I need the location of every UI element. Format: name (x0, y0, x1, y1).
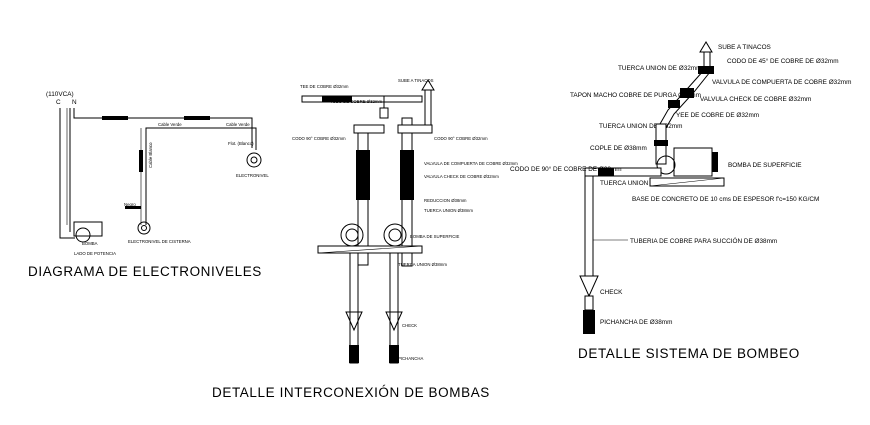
left-pichancha (349, 345, 359, 363)
left-pump-inner (345, 228, 359, 242)
electronivel-float (246, 152, 262, 168)
bombeo-pump-fan (712, 152, 718, 172)
bombeo-pichancha-label: PICHANCHA DE Ø38mm (600, 319, 672, 326)
sube-label: SUBE A TINACOS (398, 78, 434, 83)
valve-body (379, 107, 389, 119)
left-codo (353, 124, 385, 134)
sube-riser (424, 89, 432, 127)
bombeo-check-text: CHECK (600, 289, 623, 296)
bombeo-valvula-compuerta (680, 88, 694, 98)
top-header-hatch (322, 96, 352, 102)
check-label: CHECK (402, 323, 417, 328)
cable-segment-1 (102, 116, 128, 120)
electronivel-cisterna-label: ELECTRONIVEL DE CISTERNA (128, 239, 191, 244)
wire-top-run (73, 108, 253, 148)
pump-body (73, 221, 103, 237)
bombeo-check-label: VALVULA CHECK DE COBRE Ø32mm (700, 96, 811, 103)
tapon-label: TAPON MACHO COBRE DE PURGA Ø32mm (570, 92, 701, 99)
right-valve-stack (400, 150, 414, 200)
cistern-float-inner (141, 225, 147, 231)
electronivel-float-inner (250, 156, 258, 164)
bombeo-lower-pipe (584, 295, 594, 311)
bombeo-pichancha (583, 310, 595, 334)
cable-segment-4 (125, 206, 141, 209)
title-interconexion: DETALLE INTERCONEXIÓN DE BOMBAS (212, 385, 490, 400)
right-codo (397, 124, 433, 134)
tuerca-union-top-label: TUERCA UNION DE Ø32mm (618, 65, 701, 72)
top-header-pipe (301, 95, 423, 103)
title-bombeo: DETALLE SISTEMA DE BOMBEO (578, 346, 800, 361)
bombeo-horizontal-suction (584, 167, 662, 177)
cable-verde-label-2: Cable Verde (226, 122, 250, 127)
bombeo-diagram: SUBE A TINACOS CODO DE 45° DE COBRE DE Ø… (510, 41, 851, 334)
bombeo-check-valve (579, 275, 599, 298)
bombeo-pump-motor (673, 147, 713, 177)
electroniveles-diagram: (110VCA) C N Cable Verde Cable Verde Cab… (46, 91, 269, 256)
pichancha-label: PICHANCHA (398, 356, 423, 361)
yee-label: YEE DE COBRE DE Ø32mm (676, 112, 759, 119)
bombeo-bomba-label: BOMBA DE SUPERFICIE (728, 162, 802, 169)
wire-inner-loop (145, 127, 257, 225)
bombeo-tuerca-union (598, 168, 614, 176)
interconexion-diagram: TEE DE COBRE Ø32mm TUBO DE COBRE Ø32mm S… (292, 78, 518, 364)
cable-verde-label-1: Cable Verde (158, 122, 182, 127)
cable-segment-3 (139, 150, 143, 172)
bombeo-cople (654, 140, 668, 146)
right-pump-inner (388, 228, 402, 242)
codo90-label: CODO DE 90° DE COBRE DE Ø38mm (510, 165, 622, 173)
bombeo-sube-label: SUBE A TINACOS (718, 44, 771, 51)
tuberia-label: TUBERIA DE COBRE PARA SUCCIÓN DE Ø38mm (630, 236, 777, 245)
title-electroniveles: DIAGRAMA DE ELECTRONIVELES (28, 264, 262, 279)
codo45-label: CODO DE 45° DE COBRE DE Ø32mm (727, 57, 839, 65)
bombeo-valvula-check (668, 100, 680, 108)
tubo-label: TUBO DE COBRE Ø32mm (330, 99, 382, 104)
valvula-check-label: VALVULA CHECK DE COBRE Ø32mm (424, 174, 499, 179)
right-check-valve (385, 311, 403, 332)
tuerca-union-2-label: TUERCA UNION Ø38mm (398, 262, 447, 267)
tuerca-union-mid-label: TUERCA UNION DE Ø32mm (599, 123, 682, 130)
lado-potencia-label: LADO DE POTENCIA (74, 251, 116, 256)
wire-phase-c (59, 108, 75, 239)
cable-blanco-label: Cable Blanco (148, 142, 153, 168)
bombeo-sube-arrow (699, 41, 713, 53)
bomba-label: BOMBA (82, 241, 98, 246)
slab-hatch (317, 245, 423, 254)
tee-label: TEE DE COBRE Ø32mm (300, 84, 349, 89)
cistern-float (137, 221, 151, 235)
bombeo-compuerta-label: VALVULA DE COMPUERTA DE COBRE Ø32mm (712, 79, 851, 86)
phase-n-label: N (72, 99, 77, 106)
valvula-compuerta-label: VALVULA DE COMPUERTA DE COBRE Ø32mm (424, 161, 518, 166)
electronivel-label: ELECTRONIVEL (236, 173, 269, 178)
negro-label: Negro (124, 202, 136, 207)
tuerca-union-label: TUERCA UNION Ø38mm (424, 208, 473, 213)
right-pichancha (389, 345, 399, 363)
codo-left-label: CODO 90° COBRE Ø32mm (292, 136, 346, 141)
left-valve-stack (356, 150, 370, 200)
voltage-label: (110VCA) (46, 91, 74, 98)
base-label: BASE DE CONCRETO DE 10 cms DE ESPESOR f'… (632, 196, 819, 203)
cople-label: COPLE DE Ø38mm (590, 145, 647, 152)
left-check-valve (345, 311, 363, 332)
phase-c-label: C (56, 99, 61, 106)
bomba-superficie-label: BOMBA DE SUPERFICIE (410, 234, 460, 239)
tuerca-union-low-label: TUERCA UNION DE Ø38mm (600, 180, 683, 187)
codo-right-label: CODO 90° COBRE Ø32mm (434, 136, 488, 141)
cable-segment-2 (184, 116, 210, 120)
bombeo-codo45 (698, 66, 714, 74)
bombeo-pump-volute (656, 155, 676, 175)
pump-impeller (75, 227, 91, 243)
bombeo-base-hatch (649, 177, 725, 187)
bombeo-vertical-suction (584, 175, 594, 277)
reduccion-label: REDUCCION Ø38mm (424, 198, 467, 203)
flotador-label: Flot. (Blanco) (228, 141, 254, 146)
